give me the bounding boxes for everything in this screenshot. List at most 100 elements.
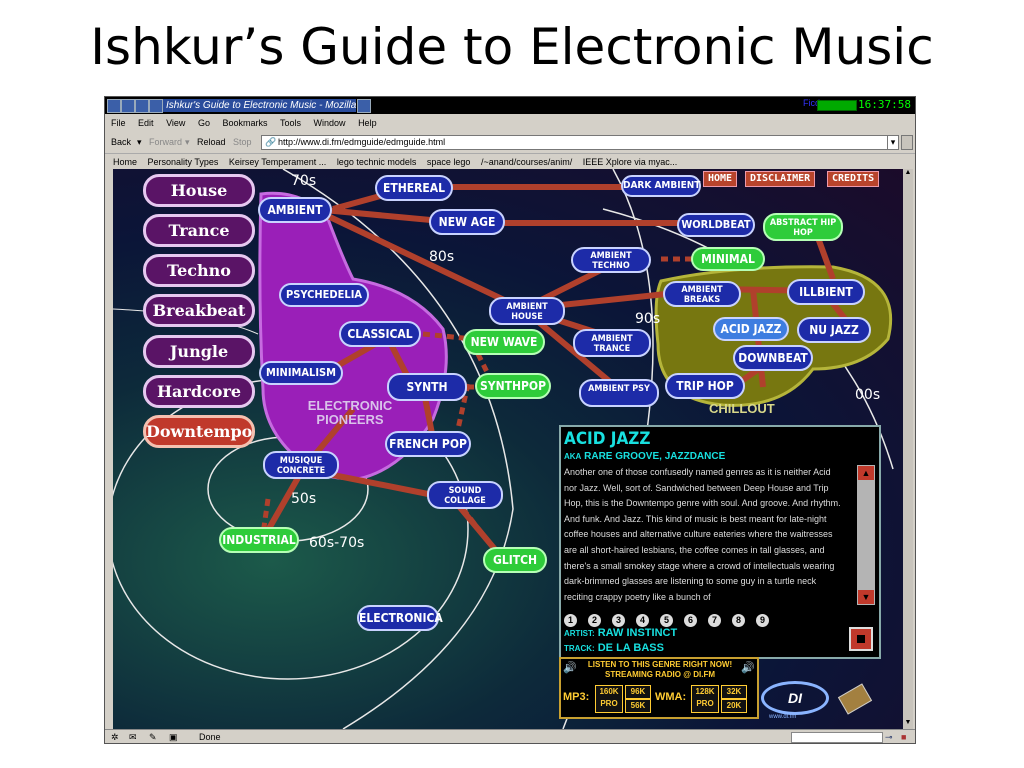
bookmark-home[interactable]: Home bbox=[113, 157, 138, 167]
back-button[interactable]: Back bbox=[111, 137, 132, 147]
node-nu-jazz[interactable]: NU JAZZ bbox=[797, 317, 871, 343]
menu-tools[interactable]: Tools bbox=[280, 118, 302, 128]
genre-jungle-button[interactable]: Jungle bbox=[143, 335, 255, 368]
genre-techno-button[interactable]: Techno bbox=[143, 254, 255, 287]
genre-breakbeat-button[interactable]: Breakbeat bbox=[143, 294, 255, 327]
page-scroll-up-icon[interactable]: ▲ bbox=[904, 169, 912, 176]
node-ambient-psy[interactable]: AMBIENT PSY bbox=[579, 379, 659, 407]
node-ambient[interactable]: AMBIENT bbox=[258, 197, 332, 223]
genre-house-button[interactable]: House bbox=[143, 174, 255, 207]
menu-window[interactable]: Window bbox=[313, 118, 346, 128]
scroll-up-icon[interactable]: ▲ bbox=[858, 466, 874, 480]
scroll-down-icon[interactable]: ▼ bbox=[858, 590, 874, 604]
track-9-button[interactable]: 9 bbox=[756, 614, 769, 627]
bookmark-lego-technic[interactable]: lego technic models bbox=[336, 157, 417, 167]
stop-playback-button[interactable] bbox=[849, 627, 873, 651]
navigator-icon[interactable]: ✲ bbox=[111, 732, 119, 742]
composer-icon[interactable]: ✎ bbox=[149, 732, 157, 742]
track-5-button[interactable]: 5 bbox=[660, 614, 673, 627]
menu-help[interactable]: Help bbox=[358, 118, 377, 128]
menu-bookmarks[interactable]: Bookmarks bbox=[222, 118, 268, 128]
page-scrollbar[interactable]: ▲ ▼ bbox=[903, 169, 913, 729]
track-8-button[interactable]: 8 bbox=[732, 614, 745, 627]
menu-bar: File Edit View Go Bookmarks Tools Window… bbox=[105, 115, 915, 131]
disclaimer-link[interactable]: DISCLAIMER bbox=[745, 171, 816, 187]
maximize-icon[interactable] bbox=[149, 99, 163, 113]
node-downbeat[interactable]: DOWNBEAT bbox=[733, 345, 813, 371]
node-minimal[interactable]: MINIMAL bbox=[691, 247, 765, 271]
close-icon[interactable] bbox=[357, 99, 371, 113]
node-illbient[interactable]: ILLBIENT bbox=[787, 279, 865, 305]
node-acid-jazz[interactable]: ACID JAZZ bbox=[713, 317, 789, 341]
listen-banner[interactable]: LISTEN TO THIS GENRE RIGHT NOW! STREAMIN… bbox=[587, 660, 733, 679]
bookmark-keirsey[interactable]: Keirsey Temperament ... bbox=[228, 157, 327, 167]
node-trip-hop[interactable]: TRIP HOP bbox=[665, 373, 745, 399]
menu-edit[interactable]: Edit bbox=[138, 118, 154, 128]
mp3-56k-link[interactable]: 56K bbox=[625, 699, 651, 713]
node-classical[interactable]: CLASSICAL bbox=[339, 321, 421, 347]
node-sound-collage[interactable]: SOUND COLLAGE bbox=[427, 481, 503, 509]
track-3-button[interactable]: 3 bbox=[612, 614, 625, 627]
track-6-button[interactable]: 6 bbox=[684, 614, 697, 627]
node-musique-concrete[interactable]: MUSIQUE CONCRETE bbox=[263, 451, 339, 479]
track-2-button[interactable]: 2 bbox=[588, 614, 601, 627]
di-fm-logo[interactable]: DI bbox=[761, 681, 829, 715]
wma-32k-link[interactable]: 32K bbox=[721, 685, 747, 699]
node-ambient-house[interactable]: AMBIENT HOUSE bbox=[489, 297, 565, 325]
era-label-50s: 50s bbox=[291, 491, 317, 507]
bookmark-anim-course[interactable]: /~anand/courses/anim/ bbox=[480, 157, 573, 167]
node-new-wave[interactable]: NEW WAVE bbox=[463, 329, 545, 355]
genre-downtempo-button[interactable]: Downtempo bbox=[143, 415, 255, 448]
menu-file[interactable]: File bbox=[111, 118, 126, 128]
node-worldbeat[interactable]: WORLDBEAT bbox=[677, 213, 755, 237]
url-dropdown-icon[interactable]: ▾ bbox=[887, 135, 899, 150]
node-ambient-techno[interactable]: AMBIENT TECHNO bbox=[571, 247, 651, 273]
node-glitch[interactable]: GLITCH bbox=[483, 547, 547, 573]
mp3-96k-link[interactable]: 96K bbox=[625, 685, 651, 699]
mp3-160k-pro-link[interactable]: 160K PRO bbox=[595, 685, 623, 713]
genre-hardcore-button[interactable]: Hardcore bbox=[143, 375, 255, 408]
bookmark-ieee-xplore[interactable]: IEEE Xplore via myac... bbox=[582, 157, 678, 167]
bookmark-space-lego[interactable]: space lego bbox=[426, 157, 471, 167]
address-book-icon[interactable]: ▣ bbox=[169, 732, 178, 742]
reload-button[interactable]: Reload bbox=[197, 137, 226, 147]
menu-view[interactable]: View bbox=[166, 118, 186, 128]
sidebar-toggle-icon[interactable] bbox=[901, 135, 913, 150]
node-minimalism[interactable]: MINIMALISM bbox=[259, 361, 343, 385]
track-7-button[interactable]: 7 bbox=[708, 614, 721, 627]
track-4-button[interactable]: 4 bbox=[636, 614, 649, 627]
menu-go[interactable]: Go bbox=[197, 118, 210, 128]
node-french-pop[interactable]: FRENCH POP bbox=[385, 431, 471, 457]
node-electronica[interactable]: ELECTRONICA bbox=[357, 605, 443, 631]
page-scroll-down-icon[interactable]: ▼ bbox=[904, 719, 912, 726]
node-ambient-breaks[interactable]: AMBIENT BREAKS bbox=[663, 281, 741, 307]
era-label-80s: 80s bbox=[429, 249, 455, 265]
mail-icon[interactable]: ✉ bbox=[129, 732, 137, 742]
node-psychedelia[interactable]: PSYCHEDELIA bbox=[279, 283, 369, 307]
forward-button[interactable]: Forward bbox=[149, 137, 183, 147]
node-dark-ambient[interactable]: DARK AMBIENT bbox=[621, 175, 701, 197]
credits-link[interactable]: CREDITS bbox=[827, 171, 880, 187]
home-link[interactable]: HOME bbox=[703, 171, 738, 187]
shade-icon[interactable] bbox=[121, 99, 135, 113]
track-1-button[interactable]: 1 bbox=[564, 614, 577, 627]
node-industrial[interactable]: INDUSTRIAL bbox=[219, 527, 299, 553]
window-menu-icon[interactable] bbox=[107, 99, 121, 113]
wma-128k-pro-link[interactable]: 128K PRO bbox=[691, 685, 719, 713]
cpu-label: Ficde bbox=[802, 98, 825, 108]
node-ethereal[interactable]: ETHEREAL bbox=[375, 175, 453, 201]
url-field[interactable]: 🔗 http://www.di.fm/edmguide/edmguide.htm… bbox=[261, 135, 899, 150]
wma-20k-link[interactable]: 20K bbox=[721, 699, 747, 713]
node-new-age[interactable]: NEW AGE bbox=[429, 209, 505, 235]
node-synthpop[interactable]: SYNTHPOP bbox=[475, 373, 551, 399]
node-ambient-trance[interactable]: AMBIENT TRANCE bbox=[573, 329, 651, 357]
description-scrollbar[interactable]: ▲ ▼ bbox=[857, 465, 875, 605]
minimize-icon[interactable] bbox=[135, 99, 149, 113]
stop-button[interactable]: Stop bbox=[233, 137, 252, 147]
back-dropdown-icon[interactable]: ▾ bbox=[137, 137, 142, 147]
genre-trance-button[interactable]: Trance bbox=[143, 214, 255, 247]
node-synth[interactable]: SYNTH bbox=[387, 373, 467, 401]
node-abstract-hip-hop[interactable]: ABSTRACT HIP HOP bbox=[763, 213, 843, 241]
bookmark-personality-types[interactable]: Personality Types bbox=[147, 157, 219, 167]
forward-dropdown-icon[interactable]: ▾ bbox=[185, 137, 190, 147]
